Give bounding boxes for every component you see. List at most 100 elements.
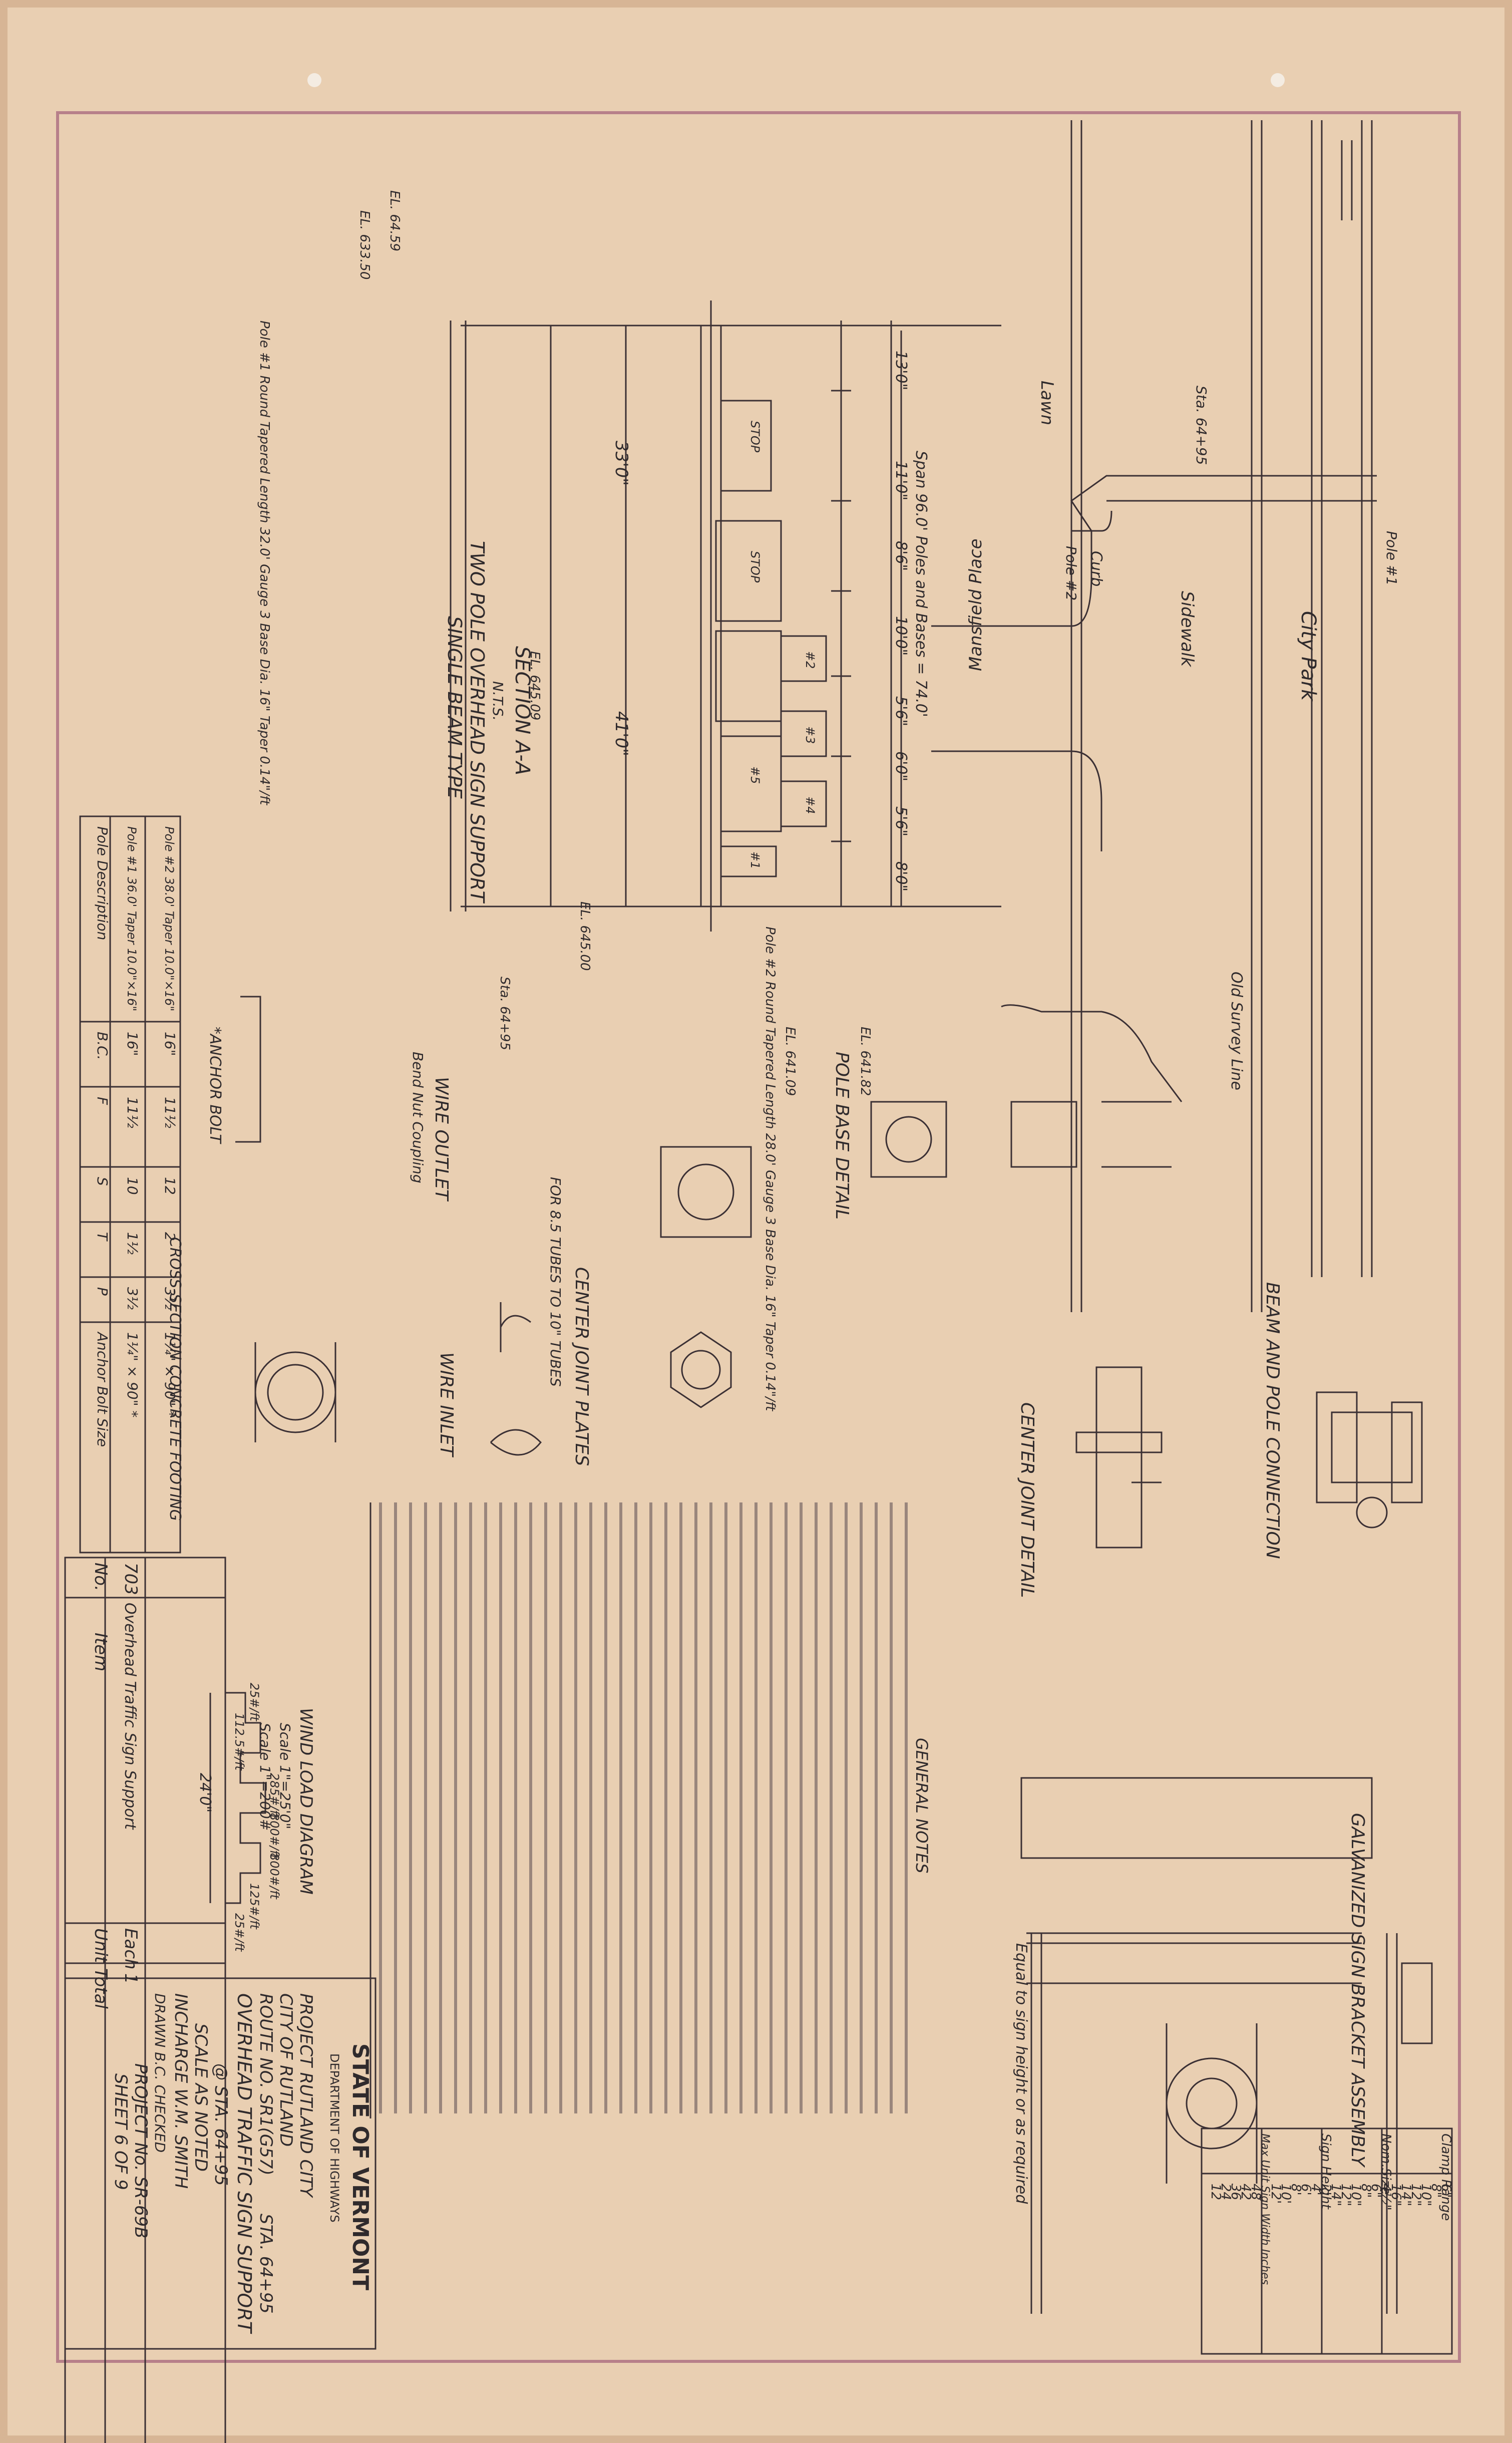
sidewalk-label: Sidewalk <box>1177 591 1197 668</box>
wind-value: 25#/ft <box>232 1913 246 1952</box>
elevation-label: EL. 641.82 <box>858 1027 873 1096</box>
center-joint-plates-sub: FOR 8.5 TUBES TO 10" TUBES <box>547 1177 564 1387</box>
pole-row1-p: 3½ <box>124 1287 141 1310</box>
general-notes-title: GENERAL NOTES <box>912 1738 931 1874</box>
dimension-label: 10'0" <box>892 616 910 656</box>
dimension-label: 5'6" <box>892 806 910 836</box>
pole-header-desc: Pole Description <box>94 826 111 940</box>
clamp-cell: 12' <box>1268 2184 1283 2204</box>
item-header-unit: Unit <box>91 1928 111 1964</box>
dimension-label: 8'0" <box>892 861 910 891</box>
clamp-cell: 12" <box>1338 2184 1353 2206</box>
wind-value: 25#/ft <box>247 1683 261 1722</box>
general-notes-lines <box>379 1502 908 2113</box>
punch-hole <box>1271 73 1285 87</box>
anchor-bolt-title: *ANCHOR BOLT <box>206 1027 224 1144</box>
pole-header-s: S <box>94 1177 111 1186</box>
rotated-text-layer: STATE OF VERMONT DEPARTMENT OF HIGHWAYS … <box>91 190 1453 2334</box>
wind-load-title: WIND LOAD DIAGRAM <box>296 1708 316 1895</box>
pole-row2-bc: 16" <box>162 1032 178 1056</box>
wind-value: 285#/ft <box>267 1773 281 1819</box>
pole1-callout: Pole #1 Round Tapered Length 32.0' Gauge… <box>257 321 272 805</box>
sign-panel-label: #5 <box>748 766 762 784</box>
clamp-header-width: Max Unit Sign Width Inches <box>1259 2133 1271 2285</box>
punch-hole <box>307 73 321 87</box>
clamp-cell: 6" <box>1368 2184 1383 2198</box>
sign-panel-label: #1 <box>748 851 762 869</box>
clamp-cell: 6' <box>1298 2184 1313 2196</box>
clamp-header-nom: Nom.Size <box>1378 2133 1393 2195</box>
wind-scale-2: Scale 1"=200# <box>257 1723 273 1830</box>
span-note: Span 96.0' Poles and Bases = 74.0' <box>912 451 930 717</box>
clamp-cell: 10" <box>1418 2184 1433 2206</box>
dimension-label: 11'0" <box>892 461 910 500</box>
footing-title: CROSS-SECTION CONCRETE FOOTING <box>166 1237 184 1521</box>
item-header-item: Item <box>91 1633 111 1671</box>
beam-pole-connection-title: BEAM AND POLE CONNECTION <box>1262 1282 1283 1559</box>
clamp-cell: 14" <box>1398 2184 1413 2206</box>
elevation-label: EL. 641.09 <box>783 1027 798 1096</box>
pole-row2-desc: Pole #2 38.0' Taper 10.0"×16" <box>162 826 176 1011</box>
sign-panel-label: #2 <box>803 651 817 669</box>
project-line: PROJECT RUTLAND CITY <box>296 1993 316 2198</box>
drawing-title: OVERHEAD TRAFFIC SIGN SUPPORT <box>233 1993 255 2334</box>
dimension-label: 33'0" <box>611 441 631 486</box>
city-line: CITY OF RUTLAND <box>276 1993 296 2147</box>
pole-row2-f: 11½ <box>162 1097 178 1128</box>
pole-table-frame <box>79 815 181 1554</box>
sign-panel-label: #3 <box>803 726 817 744</box>
drawn-line: DRAWN B.C. CHECKED <box>152 1993 168 2153</box>
pole-header-bc: B.C. <box>94 1032 111 1060</box>
section-a-title: SECTION A-A <box>511 646 534 775</box>
old-survey-label: Old Survey Line <box>1228 972 1245 1090</box>
center-joint-plates-title: CENTER JOINT PLATES <box>571 1267 592 1466</box>
item-row-total: 1 <box>121 1973 141 1984</box>
two-pole-title: TWO POLE OVERHEAD SIGN SUPPORT <box>466 541 488 903</box>
wind-scale: Scale 1"=25'0" <box>277 1723 293 1829</box>
wind-value: 112.5#/ft <box>232 1713 246 1771</box>
pole2-label: Pole #2 <box>1063 546 1079 600</box>
item-row-no: 703 <box>121 1563 141 1595</box>
pole-base-detail-title: POLE BASE DETAIL <box>832 1052 852 1219</box>
clamp-header-range: Clamp Range <box>1438 2133 1453 2221</box>
clamp-cell: 42 <box>1238 2184 1253 2200</box>
pole-row2-t: 2 <box>162 1232 178 1241</box>
sheet-border <box>56 111 1461 2363</box>
clamp-cell: 4½" <box>1378 2184 1393 2211</box>
dimension-label: 5'6" <box>892 696 910 726</box>
clamp-header-height: Sign Height <box>1318 2133 1333 2210</box>
clamp-cell: 2' <box>1318 2184 1333 2196</box>
wire-outlet-sub: Bend Nut Coupling <box>410 1052 426 1183</box>
item-row-unit: Each <box>121 1928 141 1970</box>
section-a-nts: N.T.S. <box>490 681 506 721</box>
clamp-cell: 14" <box>1328 2184 1343 2206</box>
pole-row2-s: 12 <box>162 1177 178 1195</box>
sign-panel-label: STOP <box>748 421 762 453</box>
elevation-label: EL. 645.09 <box>527 651 542 720</box>
pole-row1-t: 1½ <box>124 1232 141 1255</box>
clamp-cell: 48 <box>1248 2184 1263 2200</box>
scale-line: SCALE AS NOTED <box>191 2023 211 2172</box>
elevation-label: EL. 64.59 <box>387 190 402 251</box>
clamp-cell: 24 <box>1218 2184 1233 2200</box>
lawn-label: Lawn <box>1037 381 1057 425</box>
item-header-no: No. <box>91 1563 111 1591</box>
dimension-label: 6'0" <box>892 751 910 781</box>
wind-value: 24'0" <box>196 1773 214 1812</box>
wind-value: 125#/ft <box>247 1883 261 1930</box>
item-header-total: Total <box>91 1968 111 2009</box>
pole-row1-anchor: 1¼" × 90" * <box>124 1332 141 1418</box>
sheet-line: SHEET 6 OF 9 <box>111 2073 131 2190</box>
center-joint-detail-title: CENTER JOINT DETAIL <box>1017 1402 1037 1598</box>
mansfield-label: Mansfield Place <box>966 538 986 671</box>
clamp-table-frame <box>1201 2127 1453 2355</box>
curb-label: Curb <box>1087 551 1105 586</box>
clamp-cell: 10' <box>1278 2184 1293 2204</box>
pole-row2-p: 3½ <box>162 1287 178 1310</box>
pole-header-p: P <box>94 1287 111 1296</box>
elevation-label: Sta. 64+95 <box>497 977 512 1050</box>
sign-panel-label: STOP <box>748 551 762 583</box>
clamp-cell: 12" <box>1408 2184 1423 2206</box>
department-title: DEPARTMENT OF HIGHWAYS <box>327 2053 341 2223</box>
project-no-line: PROJECT No. SR-69B <box>131 2063 151 2239</box>
